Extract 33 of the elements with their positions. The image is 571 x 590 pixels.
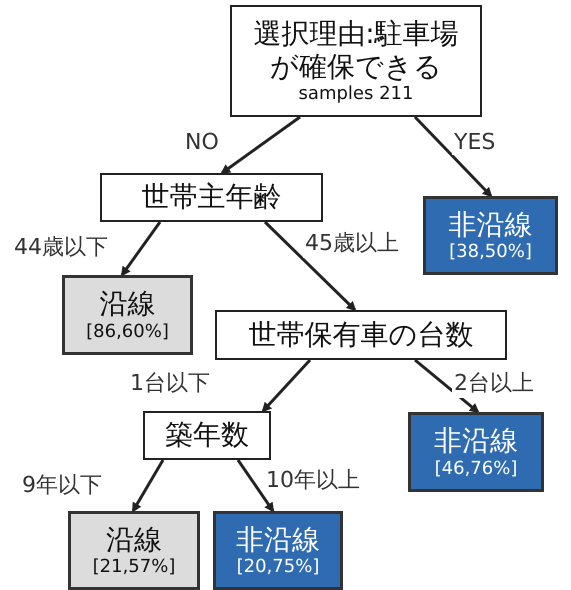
arrow	[414, 358, 480, 414]
node-label: 非沿線	[434, 425, 518, 458]
arrow	[414, 116, 492, 198]
node-stats: [21,57%]	[92, 556, 176, 578]
leaf-node-box	[423, 196, 558, 275]
edge-label: YES	[452, 130, 498, 155]
node-label: 世帯主年齢	[142, 181, 282, 214]
arrow	[120, 221, 162, 277]
node-label: 非沿線	[448, 208, 532, 242]
arrow	[220, 116, 301, 174]
node-stats: [20,75%]	[236, 556, 320, 578]
leaf-node-box	[68, 511, 200, 590]
arrow	[264, 220, 356, 312]
node-stats: samples 211	[298, 82, 414, 104]
split-node-box	[100, 173, 323, 222]
node-label: 選択理由:駐車場が確保できる	[252, 18, 460, 83]
node-label: 世帯保有車の台数	[248, 318, 474, 352]
node-stats: [86,60%]	[86, 320, 169, 342]
leaf-node-box	[408, 412, 544, 492]
split-node-box	[215, 310, 507, 360]
leaf-node-box	[213, 511, 343, 590]
node-label: 築年数	[165, 419, 249, 452]
split-node-box	[143, 411, 271, 460]
arrow	[132, 459, 164, 513]
split-node-box	[230, 5, 482, 117]
node-label: 沿線	[100, 288, 156, 321]
arrow	[236, 459, 274, 513]
arrow	[262, 358, 312, 412]
node-stats: [46,76%]	[434, 458, 518, 479]
node-stats: [38,50%]	[449, 241, 532, 262]
leaf-node-box	[62, 275, 193, 355]
node-label: 沿線	[106, 524, 162, 556]
node-label: 非沿線	[236, 524, 320, 556]
